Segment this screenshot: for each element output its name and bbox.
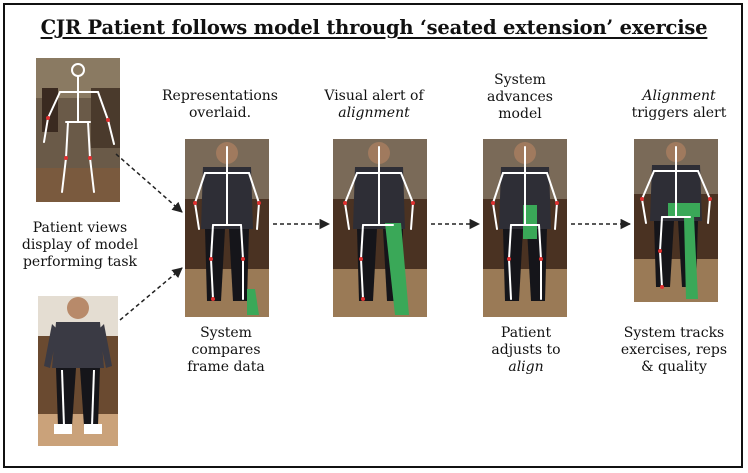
label-line: Patient views xyxy=(32,220,128,236)
label-line: Representations xyxy=(162,88,278,104)
label-line: display of model xyxy=(21,237,139,253)
seated-person-icon xyxy=(38,296,118,446)
label-line: performing task xyxy=(22,254,138,270)
label-line-italic: alignment xyxy=(338,105,410,121)
label-system-advances: System advances model xyxy=(470,72,570,123)
system-advances-panel xyxy=(483,139,567,317)
label-line: exercises, reps xyxy=(620,342,728,358)
diagram-border xyxy=(3,3,743,468)
patient-seated-photo xyxy=(38,296,118,446)
label-line: model xyxy=(498,106,542,122)
label-system-tracks: System tracks exercises, reps & quality xyxy=(612,325,736,376)
label-line: triggers alert xyxy=(631,105,727,121)
diagram-title: CJR Patient follows model through ‘seate… xyxy=(40,16,708,39)
visual-alert-panel xyxy=(333,139,427,317)
label-line: System xyxy=(494,72,546,88)
label-line: & quality xyxy=(641,359,707,375)
alignment-alert-panel xyxy=(634,139,718,302)
seated-skeleton-advance-icon xyxy=(483,139,567,317)
label-patient-views: Patient views display of model performin… xyxy=(8,220,152,271)
label-line: Visual alert of xyxy=(324,88,424,104)
label-line-italic: align xyxy=(508,359,544,375)
label-system-compares: System compares frame data xyxy=(180,325,272,376)
label-line: adjusts to xyxy=(491,342,561,358)
label-line: System xyxy=(200,325,252,341)
seated-skeleton-overlay-icon xyxy=(185,139,269,317)
model-standing-panel xyxy=(36,58,120,202)
label-line: frame data xyxy=(187,359,265,375)
label-patient-adjusts: Patient adjusts to align xyxy=(480,325,572,376)
label-alignment-triggers: Alignment triggers alert xyxy=(620,88,738,122)
overlay-panel xyxy=(185,139,269,317)
seated-skeleton-alignment-icon xyxy=(634,139,718,302)
label-visual-alert: Visual alert of alignment xyxy=(315,88,433,122)
label-representations: Representations overlaid. xyxy=(160,88,280,122)
skeleton-standing-icon xyxy=(36,58,120,202)
label-line: compares xyxy=(191,342,261,358)
label-line: overlaid. xyxy=(188,105,252,121)
label-line-italic: Alignment xyxy=(642,88,716,104)
label-line: advances xyxy=(487,89,553,105)
label-line: System tracks xyxy=(623,325,725,341)
seated-skeleton-alert-icon xyxy=(333,139,427,317)
label-line: Patient xyxy=(500,325,552,341)
